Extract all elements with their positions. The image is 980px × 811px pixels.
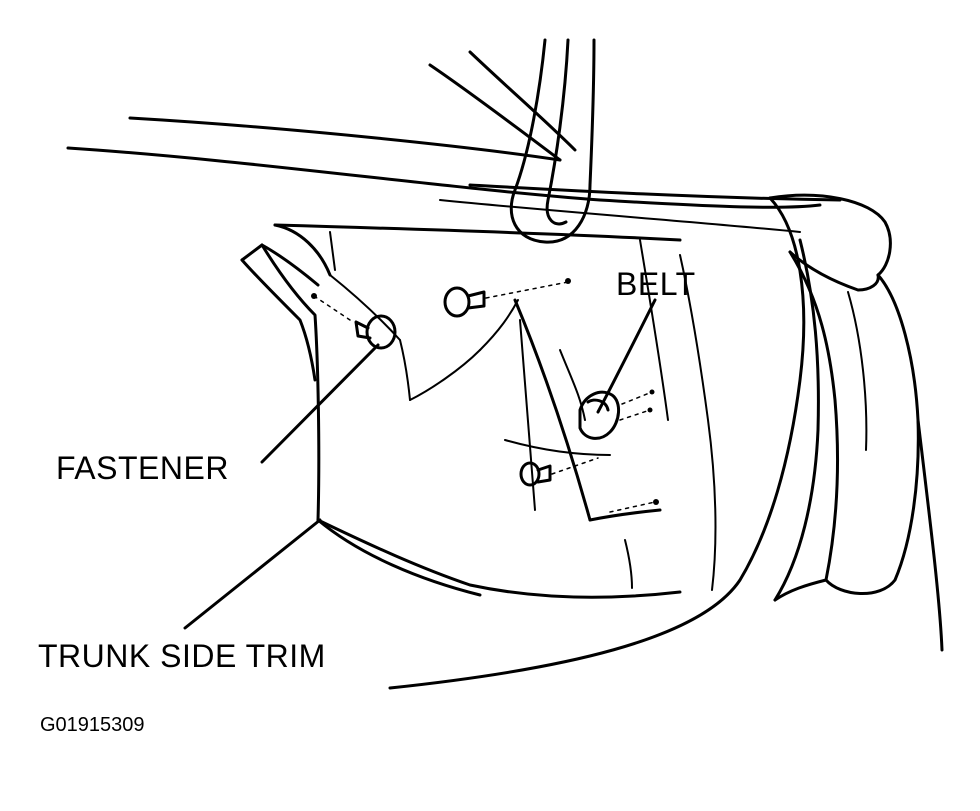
rear-seat-bolster [768, 193, 944, 652]
fastener-right [609, 499, 659, 513]
belt-clip [578, 389, 655, 440]
callout-leaders [183, 298, 657, 630]
belt-label: BELT [616, 266, 696, 302]
seat-edge-curve [388, 196, 806, 690]
figure-id: G01915309 [40, 714, 145, 736]
belt-leader-line [596, 298, 657, 414]
trunk-side-trim-leader-line [183, 518, 322, 630]
trunk-side-trim-panel [240, 223, 717, 599]
trunk-side-trim-label: TRUNK SIDE TRIM [38, 638, 326, 674]
fastener-lower [519, 457, 599, 487]
vehicle-body-outline [66, 50, 842, 233]
fastener-leader-line [260, 343, 380, 464]
fastener-left [311, 293, 397, 350]
fastener-label: FASTENER [56, 450, 229, 486]
belt-loop [509, 38, 596, 244]
fastener-upper-left [443, 278, 571, 318]
